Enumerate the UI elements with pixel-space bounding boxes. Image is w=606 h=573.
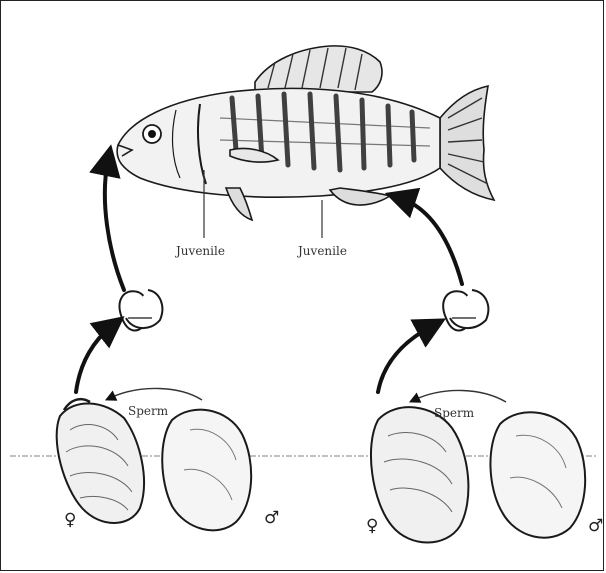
glochidium-right — [443, 290, 488, 331]
arrow-fish-to-larva-right — [400, 198, 462, 284]
female-symbol-right: ♀ — [366, 518, 378, 535]
arrow-mussel-to-larva-left — [76, 326, 112, 392]
mussel-female-right — [371, 407, 468, 542]
male-symbol-left: ♂ — [264, 510, 279, 527]
mussel-male-right — [490, 412, 585, 537]
mussel-male-left — [162, 410, 251, 531]
arrow-mussel-to-larva-right — [378, 326, 432, 392]
sperm-arrow-right — [414, 390, 506, 402]
juvenile-label-right: Juvenile — [298, 244, 347, 258]
sperm-arrow-left — [110, 388, 202, 400]
dorsal-fin — [255, 46, 382, 92]
anal-fin — [330, 188, 390, 205]
glochidium-left — [120, 290, 163, 331]
host-fish — [117, 46, 494, 220]
arrow-larva-to-fish-left — [105, 160, 124, 290]
male-symbol-right: ♂ — [588, 518, 603, 535]
female-symbol-left: ♀ — [64, 512, 76, 529]
juvenile-label-left: Juvenile — [176, 244, 225, 258]
sperm-label-right: Sperm — [434, 406, 474, 420]
sperm-label-left: Sperm — [128, 404, 168, 418]
